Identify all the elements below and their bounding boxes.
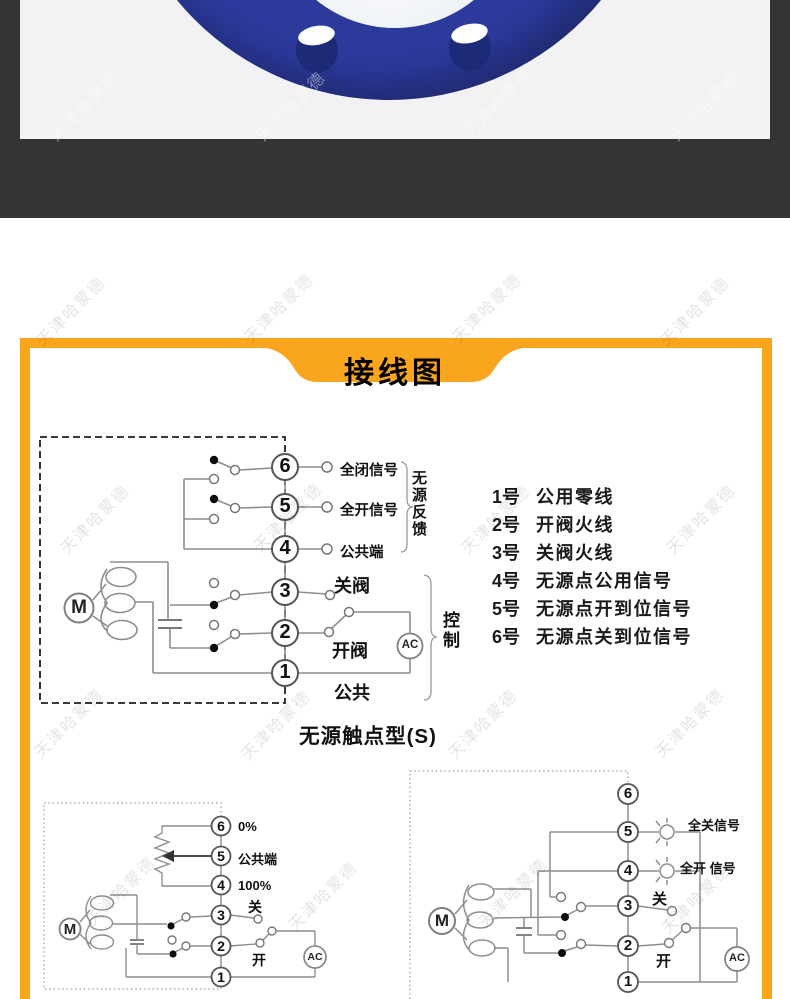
control-brace — [423, 574, 438, 701]
terminal-number: 1 — [217, 969, 225, 985]
common-label: 公共 — [334, 683, 370, 703]
terminal-number: 4 — [217, 877, 225, 893]
close-valve-label: 关阀 — [334, 576, 370, 596]
diagram3-dotted-box — [409, 770, 629, 999]
contacts — [555, 891, 692, 950]
note-row: 2号开阀火线 — [492, 511, 614, 537]
note-number: 2号 — [492, 515, 521, 535]
terminal-number: 6 — [623, 785, 633, 802]
open-valve-label: 开阀 — [332, 641, 368, 661]
pot-label: 100% — [238, 878, 272, 893]
diagram2-dotted-box — [43, 802, 222, 990]
motor-symbol — [428, 883, 496, 957]
product-photo — [20, 0, 770, 139]
close-label: 关 — [248, 899, 262, 915]
note-row: 3号关阀火线 — [492, 539, 614, 565]
diagram3 — [409, 770, 750, 999]
motor-symbol — [58, 895, 115, 950]
capacitor — [516, 927, 532, 936]
terminal-number: 1 — [623, 973, 633, 990]
ac-source — [303, 945, 327, 969]
closed-signal-label: 全关信号 — [688, 818, 741, 833]
note-desc: 开阀火线 — [536, 515, 615, 535]
motor-label: M — [71, 597, 87, 618]
diagram1-caption: 无源触点型(S) — [299, 725, 437, 748]
ac-label: AC — [729, 952, 745, 964]
ac-source — [724, 946, 750, 972]
control-group-label: 控制 — [440, 611, 459, 651]
banner-tab — [250, 346, 540, 382]
note-desc: 无源点关到位信号 — [536, 627, 693, 647]
note-number: 3号 — [492, 543, 521, 563]
terminal-number: 6 — [217, 818, 225, 834]
terminal-number: 3 — [217, 907, 225, 923]
motor-label: M — [63, 921, 77, 938]
capacitor — [158, 619, 182, 629]
terminal-number: 1 — [279, 661, 291, 683]
terminal-number: 2 — [217, 938, 225, 954]
note-desc: 无源点公用信号 — [536, 571, 673, 591]
open-label: 开 — [656, 953, 672, 970]
lamp-closed — [638, 818, 700, 846]
lamp-open — [638, 857, 700, 885]
diagram1-dashed-box — [39, 436, 286, 704]
wiring-panel — [20, 338, 772, 999]
photo-band — [0, 0, 790, 218]
terminal-number: 4 — [279, 537, 291, 559]
ac-source — [396, 632, 424, 660]
diagram1 — [39, 436, 438, 704]
pot-label: 0% — [238, 819, 257, 834]
feedback-brace — [400, 461, 414, 553]
terminal-strip — [271, 453, 299, 687]
note-number: 6号 — [492, 627, 521, 647]
note-row: 1号公用零线 — [492, 483, 614, 509]
motor-label: M — [434, 911, 450, 930]
pot-label: 公共端 — [238, 852, 278, 867]
terminal-number: 5 — [623, 823, 633, 840]
close-label: 关 — [652, 891, 668, 908]
open-signal-label: 全开 信号 — [680, 861, 736, 876]
signal-label: 公共端 — [340, 545, 384, 561]
terminal-number: 4 — [623, 862, 633, 879]
ac-label: AC — [401, 639, 419, 651]
closed-contacts — [558, 913, 569, 957]
signal-label: 全闭信号 — [340, 463, 398, 479]
note-number: 1号 — [492, 487, 521, 507]
note-desc: 公用零线 — [536, 487, 615, 507]
closed-contacts — [167, 922, 177, 958]
signal-label: 全开信号 — [340, 503, 398, 519]
terminal-strip — [617, 783, 639, 993]
note-desc: 关阀火线 — [536, 543, 615, 563]
ac-label: AC — [307, 951, 323, 963]
contacts — [167, 912, 277, 951]
wiper-arrow — [162, 850, 174, 862]
note-desc: 无源点开到位信号 — [536, 599, 693, 619]
terminal-number: 5 — [217, 848, 225, 864]
closed-contacts — [209, 455, 219, 653]
terminal-number: 5 — [279, 495, 291, 517]
motor-symbol — [63, 566, 138, 641]
note-number: 4号 — [492, 571, 521, 591]
note-row: 6号无源点关到位信号 — [492, 623, 692, 649]
open-label: 开 — [252, 952, 266, 968]
terminal-number: 2 — [623, 937, 633, 954]
note-number: 5号 — [492, 599, 521, 619]
note-row: 5号无源点开到位信号 — [492, 595, 692, 621]
note-row: 4号无源点公用信号 — [492, 567, 673, 593]
terminal-number: 3 — [623, 897, 633, 914]
diagram2 — [43, 802, 327, 990]
terminal-strip — [210, 815, 232, 988]
contacts — [208, 461, 355, 640]
feedback-group-label: 无源反馈 — [410, 470, 427, 538]
terminal-number: 3 — [279, 580, 291, 602]
terminal-number: 2 — [279, 621, 291, 643]
banner-title: 接线图 — [344, 357, 446, 390]
capacitor — [130, 939, 144, 945]
terminal-number: 6 — [279, 455, 291, 477]
